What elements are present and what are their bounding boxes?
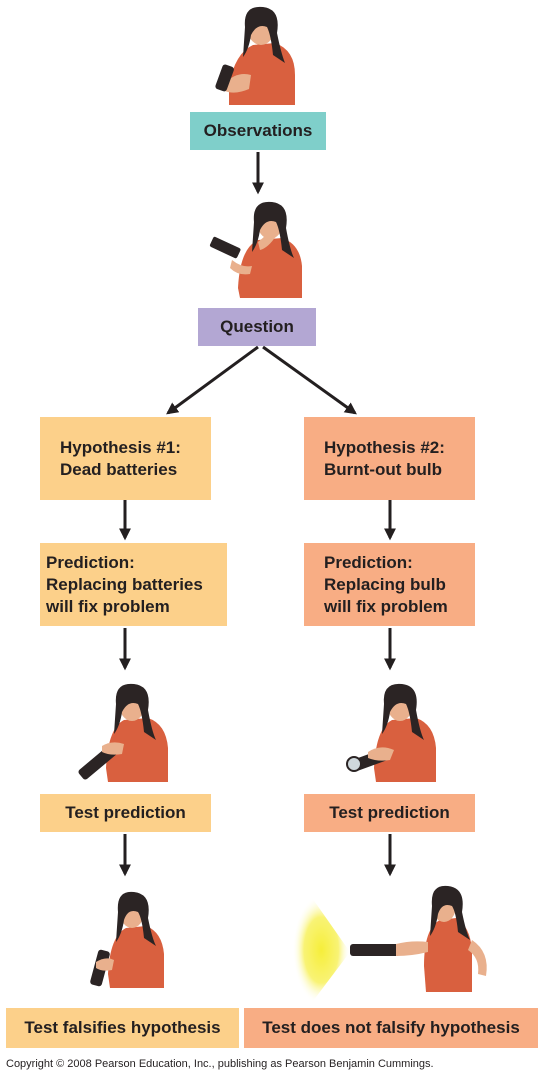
result1-box: Test falsifies hypothesis [6,1008,239,1048]
arrow-question-to-hypothesis2 [262,345,357,415]
result2-box: Test does not falsify hypothesis [244,1008,538,1048]
test2-label: Test prediction [329,803,450,822]
prediction1-line2: will fix problem [46,596,170,616]
result2-label: Test does not falsify hypothesis [262,1018,520,1037]
observations-box: Observations [190,112,326,150]
hypothesis2-box: Hypothesis #2: Burnt-out bulb [304,417,475,500]
observations-label: Observations [203,121,313,140]
question-label: Question [220,317,294,336]
prediction2-title: Prediction: [324,552,413,572]
test1-label: Test prediction [65,803,186,822]
question-box: Question [198,308,316,346]
prediction2-line2: will fix problem [324,596,448,616]
hypothesis2-title: Hypothesis #2: [324,437,445,457]
prediction1-box: Prediction: Replacing batteries will fix… [40,543,227,626]
result1-label: Test falsifies hypothesis [24,1018,221,1037]
hypothesis1-box: Hypothesis #1: Dead batteries [40,417,211,500]
prediction1-line1: Replacing batteries [46,574,203,594]
prediction2-box: Prediction: Replacing bulb will fix prob… [304,543,475,626]
test1-box: Test prediction [40,794,211,832]
copyright-footer: Copyright © 2008 Pearson Education, Inc.… [6,1058,434,1070]
arrow-question-to-hypothesis1 [166,345,259,415]
test2-box: Test prediction [304,794,475,832]
light-beam [292,895,350,1005]
hypothesis1-text: Dead batteries [60,459,178,479]
hypothesis1-title: Hypothesis #1: [60,437,181,457]
hypothesis2-text: Burnt-out bulb [324,459,443,479]
prediction2-line1: Replacing bulb [324,574,446,594]
prediction1-title: Prediction: [46,552,135,572]
